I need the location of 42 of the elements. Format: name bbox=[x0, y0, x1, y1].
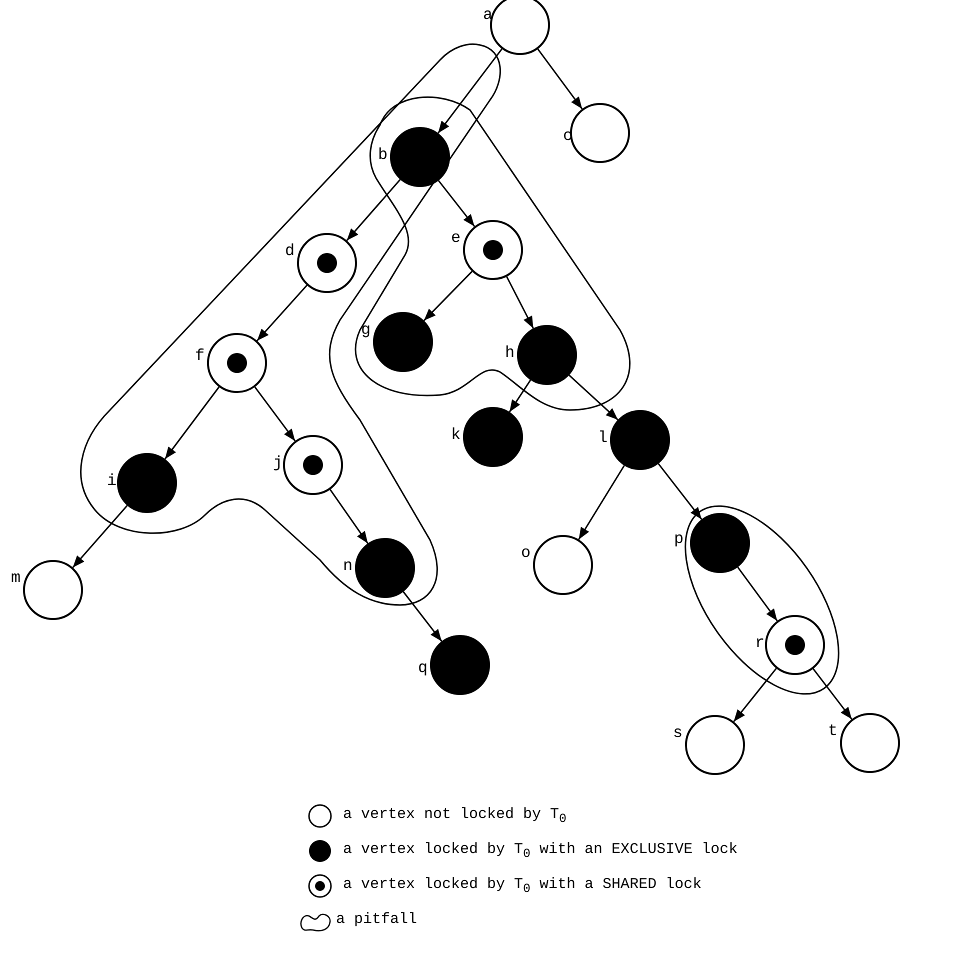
vertex-label: p bbox=[674, 531, 684, 547]
vertex-label: n bbox=[343, 558, 353, 574]
vertex-label: q bbox=[418, 660, 428, 676]
arrow bbox=[254, 386, 296, 442]
vertex-label: i bbox=[107, 473, 117, 489]
vertex-label: r bbox=[755, 635, 765, 651]
arrow bbox=[256, 284, 308, 342]
vertex-label: a bbox=[483, 7, 493, 23]
arrow bbox=[346, 179, 401, 241]
arrow bbox=[438, 48, 502, 134]
arrow bbox=[164, 386, 220, 460]
vertex-label: d bbox=[285, 243, 295, 259]
arrow bbox=[733, 668, 777, 722]
arrow bbox=[537, 48, 583, 110]
vertex-label: s bbox=[673, 725, 683, 741]
legend-text: a vertex not locked by T$_{0}$ bbox=[343, 806, 567, 826]
vertex-label: m bbox=[11, 570, 21, 586]
vertex-label: b bbox=[378, 147, 388, 163]
arrow bbox=[737, 566, 778, 622]
vertex-label: j bbox=[273, 455, 283, 471]
arrow bbox=[658, 463, 702, 520]
vertex-label: e bbox=[451, 230, 461, 246]
arrow bbox=[402, 591, 442, 642]
vertex-label: h bbox=[505, 345, 515, 361]
vertex-label: k bbox=[451, 427, 461, 443]
arrow bbox=[330, 489, 368, 544]
arrow bbox=[578, 465, 625, 540]
arrow bbox=[812, 668, 852, 720]
arrow bbox=[423, 270, 473, 322]
arrow bbox=[506, 276, 534, 329]
arrow bbox=[508, 380, 532, 412]
legend-text: a vertex locked by T$_{0}$ with a SHARED lock bbox=[343, 876, 702, 896]
arrow bbox=[568, 374, 618, 420]
legend-text: a vertex locked by T$_{0}$ with an EXCLUSIVE lock bbox=[343, 841, 738, 861]
vertex-label: f bbox=[195, 348, 205, 364]
vertex-label: l bbox=[598, 430, 608, 446]
legend-text: a pitfall bbox=[336, 911, 418, 928]
vertex-label: o bbox=[521, 545, 531, 561]
vertex-label: g bbox=[361, 322, 371, 338]
arrow bbox=[72, 505, 128, 568]
vertex-label: t bbox=[828, 723, 838, 739]
arrow bbox=[438, 180, 476, 227]
